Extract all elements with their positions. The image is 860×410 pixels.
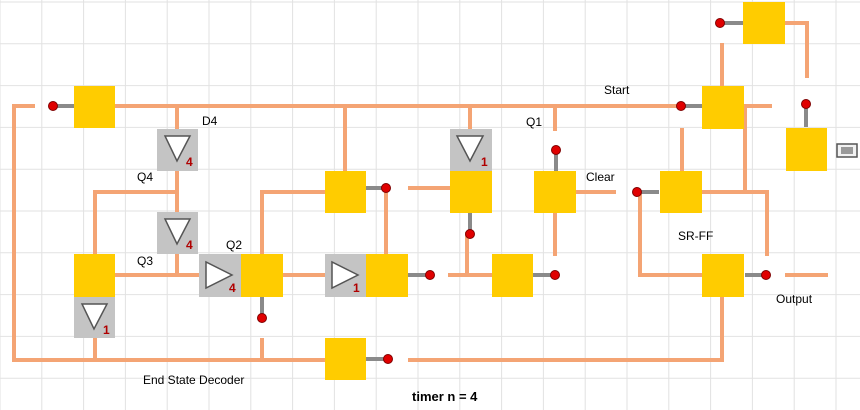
labels: Start D4 Q1 Q4 Clear SR-FF Q3 Q2 Output … [137, 83, 813, 404]
wire-q1-down [465, 232, 494, 277]
wire-srff-right2 [700, 190, 769, 256]
gate-srff-reset [702, 254, 744, 297]
output-lamp-icon [836, 143, 858, 158]
wire-output-loop [408, 295, 724, 362]
wire-top-right-2 [783, 21, 809, 78]
label-clear: Clear [586, 170, 615, 184]
pins [48, 18, 811, 364]
wire-q2-up [260, 190, 327, 256]
buffer-left-delay: 1 [103, 323, 110, 337]
wires [12, 21, 828, 362]
gate-right-lower [492, 254, 533, 297]
buffer-d4-delay: 4 [186, 155, 193, 169]
label-output: Output [776, 292, 813, 306]
buffer-mid-delay: 1 [353, 281, 360, 295]
diagram-title: timer n = 4 [412, 389, 478, 404]
label-sr-ff: SR-FF [678, 229, 713, 243]
label-q2: Q2 [226, 238, 242, 252]
gate-mid-upper [325, 171, 366, 213]
gate-top-right [743, 2, 785, 44]
buffer-q2-delay: 4 [229, 281, 236, 295]
label-d4: D4 [202, 114, 218, 128]
buffer-q3: 4 [157, 212, 198, 254]
label-q3: Q3 [137, 254, 153, 268]
gate-q2 [241, 254, 283, 297]
buffer-mid: 1 [325, 254, 366, 297]
buffer-left: 1 [74, 297, 115, 338]
gate-end-state [325, 338, 366, 380]
gate-q1-lower [450, 171, 492, 213]
gate-clear [534, 171, 576, 213]
label-q4: Q4 [137, 170, 153, 184]
gate-mid-lower [366, 254, 408, 297]
gate-q3-left [74, 254, 115, 297]
gate-start-left [74, 86, 115, 128]
buffer-q3-delay: 4 [186, 238, 193, 252]
label-end-state-decoder: End State Decoder [143, 373, 244, 387]
buffer-d4: 4 [157, 129, 198, 171]
buffer-q1-delay: 1 [481, 155, 488, 169]
wire-clear-down [638, 190, 704, 277]
gate-start [702, 86, 744, 129]
label-start: Start [604, 83, 630, 97]
buffer-q1: 1 [450, 129, 492, 171]
wire-left-loop [12, 104, 327, 362]
buffers: 4 1 4 4 1 1 [74, 129, 492, 338]
gate-srff-set [660, 171, 702, 213]
gate-right-out [786, 128, 827, 171]
label-q1: Q1 [526, 115, 542, 129]
gates [74, 2, 827, 380]
buffer-q2: 4 [199, 254, 241, 297]
